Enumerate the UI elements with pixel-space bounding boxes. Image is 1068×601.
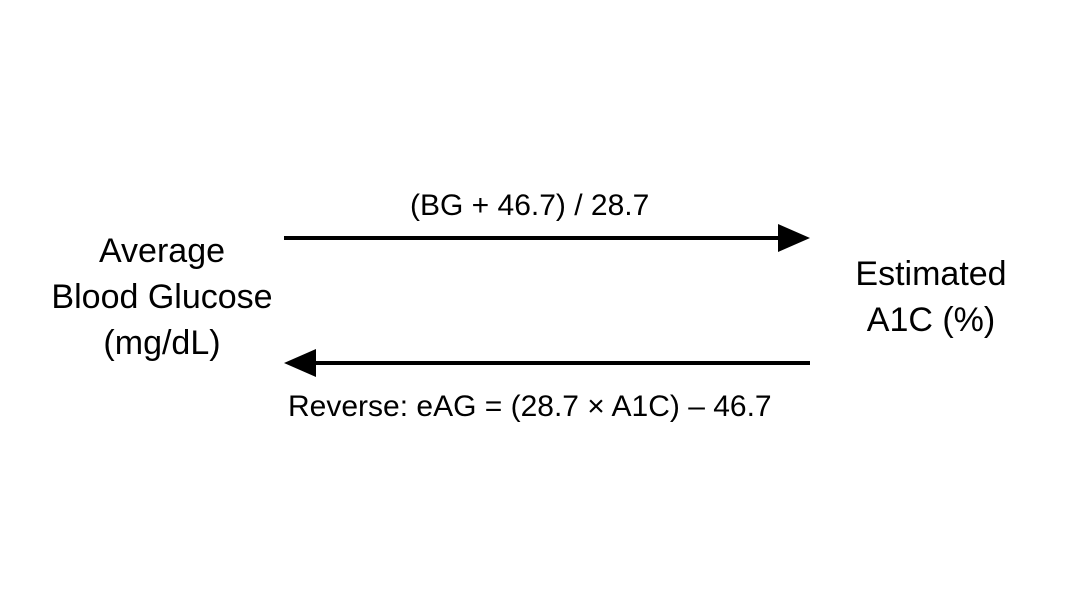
left-node-line-2: Blood Glucose xyxy=(51,278,273,316)
forward-arrowhead xyxy=(778,224,810,252)
left-node-line-3: (mg/dL) xyxy=(103,324,221,362)
forward-formula-label: (BG + 46.7) / 28.7 xyxy=(410,189,650,222)
right-node-line-2: A1C (%) xyxy=(866,301,996,339)
estimated-a1c-node: Estimated A1C (%) xyxy=(826,251,1036,343)
left-node-line-1: Average xyxy=(98,232,226,270)
reverse-formula-label: Reverse: eAG = (28.7 × A1C) – 46.7 xyxy=(288,390,772,423)
average-blood-glucose-node: Average Blood Glucose (mg/dL) xyxy=(32,228,292,366)
reverse-arrowhead xyxy=(284,349,316,377)
right-node-line-1: Estimated xyxy=(855,255,1007,293)
